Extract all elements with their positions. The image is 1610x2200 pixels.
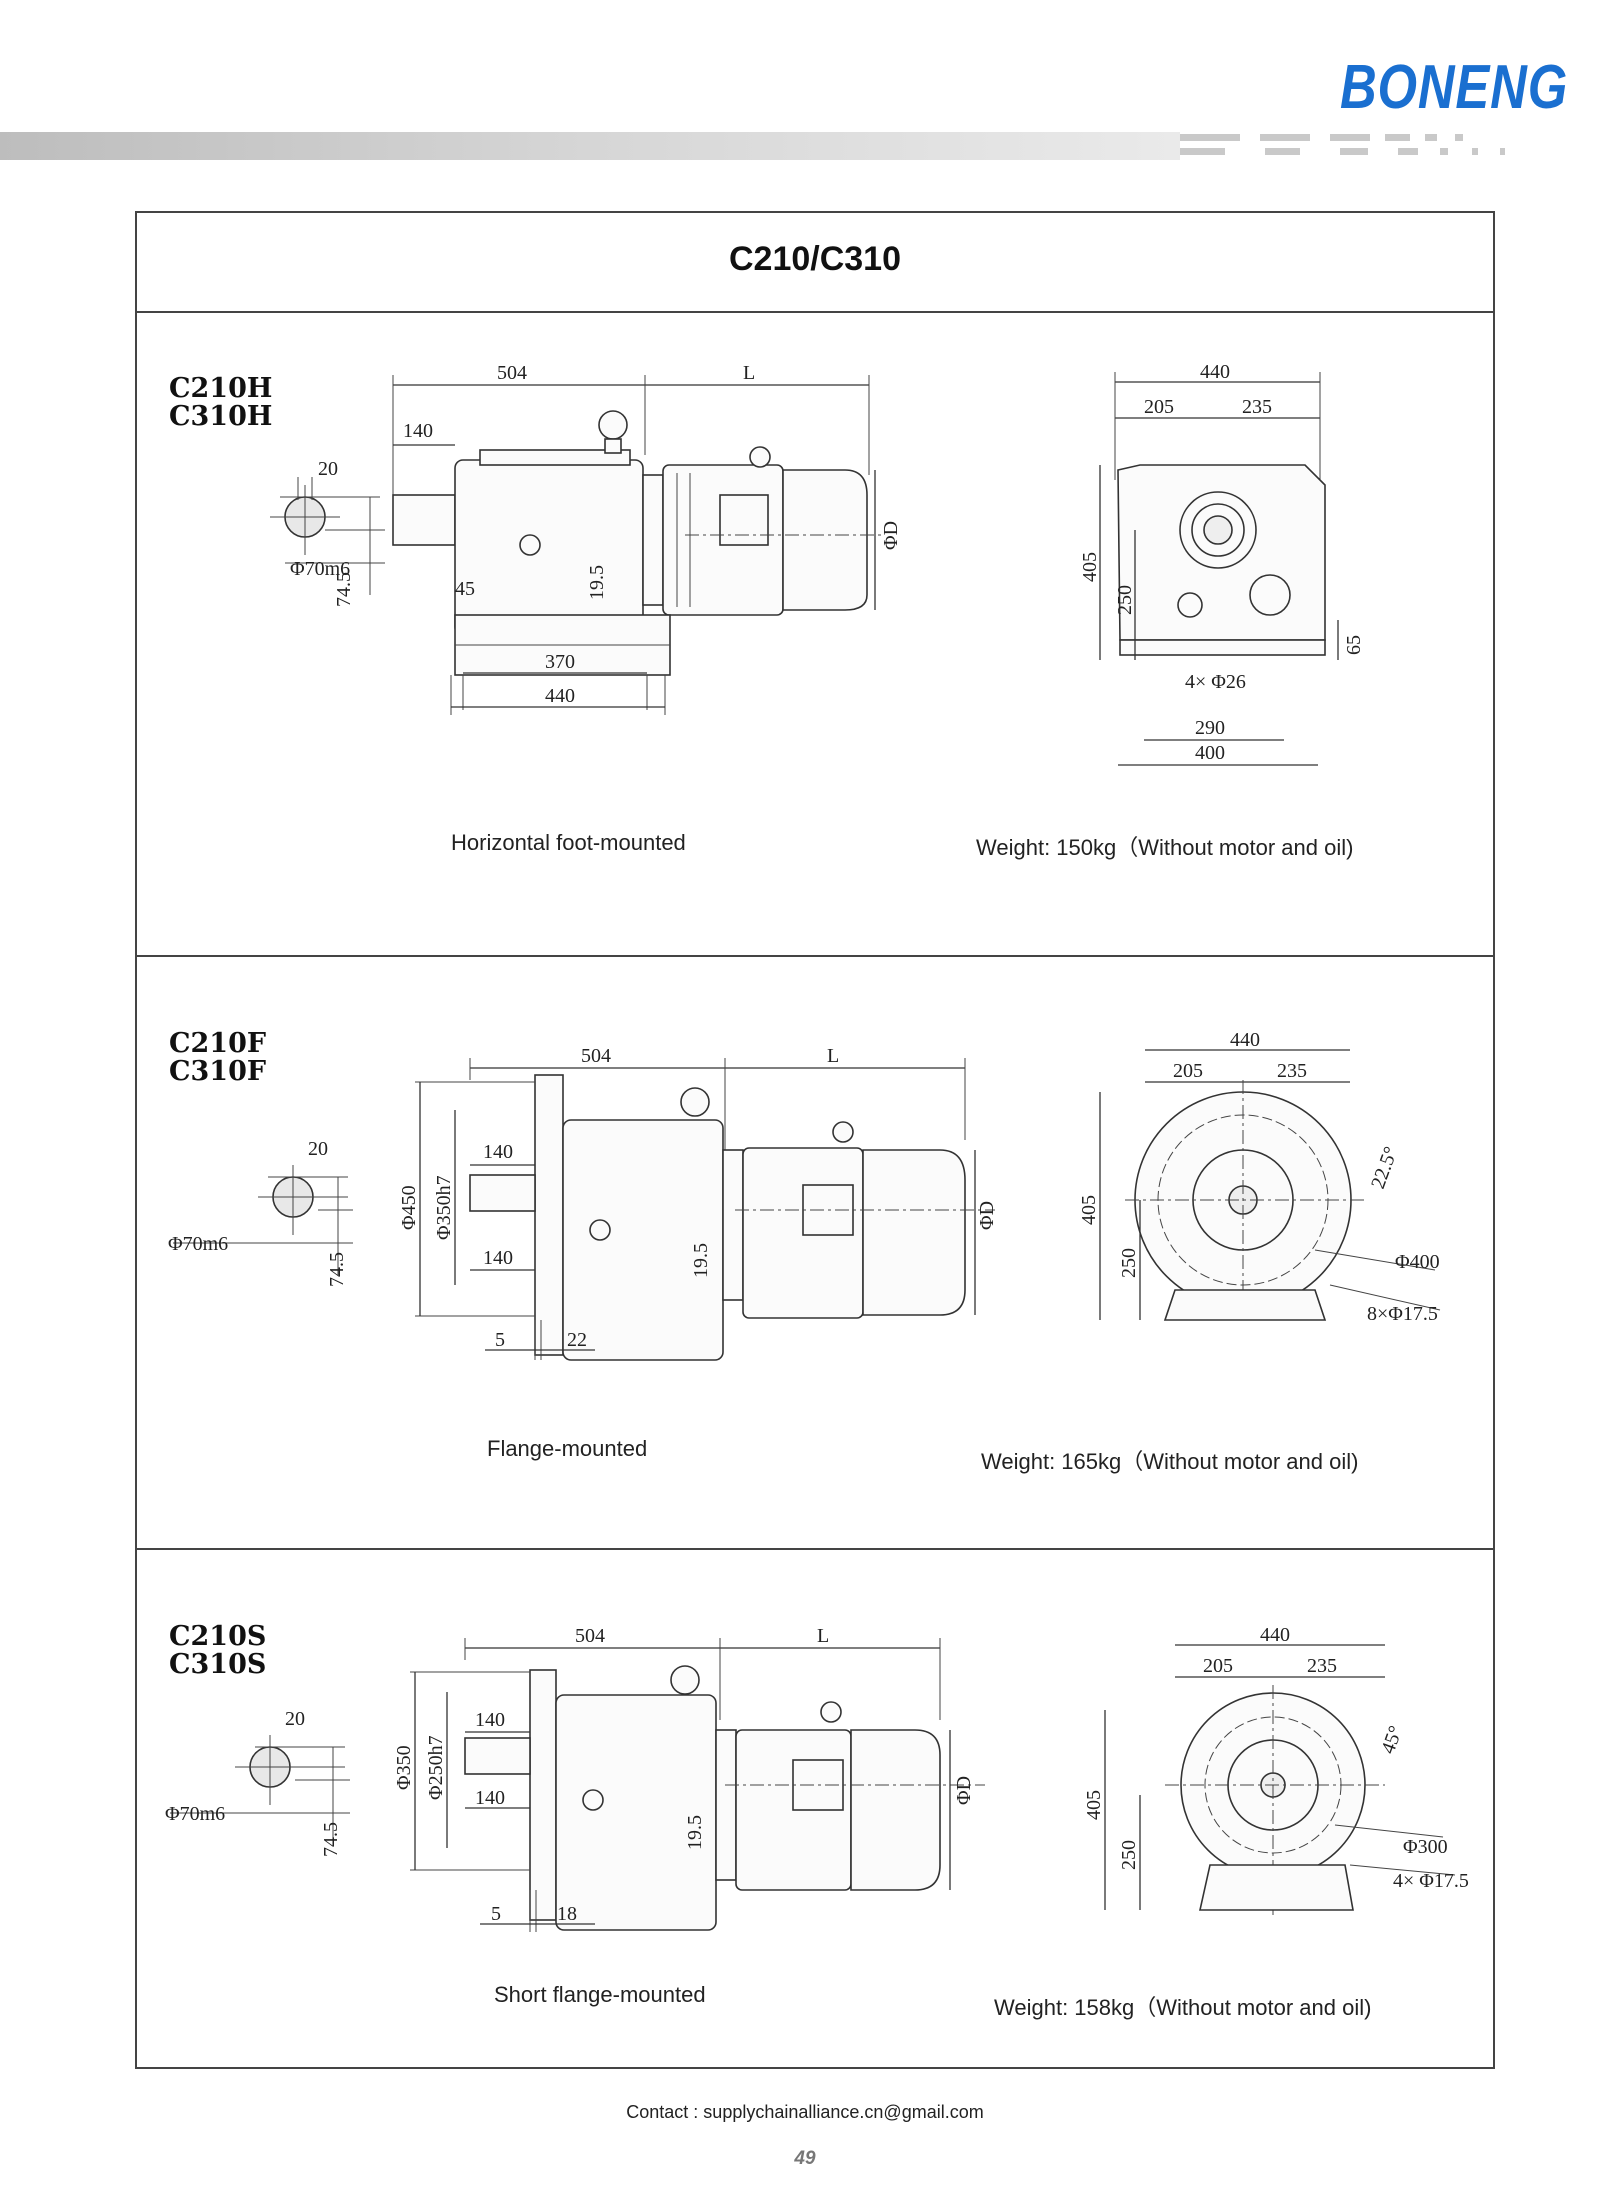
mount-caption: Short flange-mounted: [494, 1982, 706, 2007]
dim-flange-450: Φ450: [398, 1185, 420, 1230]
side-view-drawing: 504 L ΦD Φ450 Φ350h7 140 140 19.5 5 22: [395, 1040, 1015, 1370]
shaft-end-view: Φ70m6 20 74.5: [170, 455, 390, 615]
dim-flange-22: 22: [567, 1329, 587, 1351]
dim-width-205: 205: [1173, 1060, 1203, 1082]
dim-motor-diameter: ΦD: [880, 521, 902, 550]
dim-bolt-holes: 8×Φ17.5: [1367, 1303, 1438, 1325]
dim-width-235: 235: [1242, 396, 1272, 418]
dim-height-405: 405: [1079, 552, 1101, 582]
mount-caption: Flange-mounted: [487, 1436, 648, 1461]
model-label-2: C210F C310F: [169, 1030, 266, 1086]
shaft-end-view: Φ70m6 20 74.5: [168, 1135, 388, 1295]
dim-140-bottom: 140: [475, 1787, 505, 1809]
weight-caption: Weight: 150kg（Without motor and oil): [976, 835, 1354, 860]
brand-logo: BONENG: [1340, 53, 1569, 122]
dim-spigot-350: Φ350h7: [433, 1175, 455, 1240]
model-label-1: C210H C310H: [169, 375, 272, 431]
model-label-3: C210S C310S: [169, 1623, 266, 1679]
dim-bolt-holes: 4× Φ17.5: [1393, 1870, 1469, 1892]
dim-height-405: 405: [1083, 1790, 1105, 1820]
dim-width-235: 235: [1277, 1060, 1307, 1082]
spec-table-frame: [135, 211, 1495, 2069]
dim-shaft-diameter: Φ70m6: [168, 1233, 228, 1255]
dim-flange-5: 5: [491, 1903, 501, 1925]
dim-spigot-250: Φ250h7: [425, 1735, 447, 1800]
dim-height-19-5: 19.5: [690, 1243, 712, 1278]
dim-width-440: 440: [1200, 361, 1230, 383]
dim-width-440: 440: [1230, 1029, 1260, 1051]
model-name: C210H: [169, 373, 273, 404]
dim-length-504: 504: [575, 1625, 605, 1647]
dim-angle: 45°: [1377, 1723, 1407, 1757]
model-name: C310S: [169, 1649, 267, 1680]
dim-shaft-diameter: Φ70m6: [165, 1803, 225, 1825]
dim-flange-5: 5: [495, 1329, 505, 1351]
header-gradient-bar: [0, 132, 1180, 160]
dim-height-250: 250: [1118, 1248, 1140, 1278]
dim-foot-440: 440: [545, 685, 575, 707]
model-name: C210S: [169, 1621, 267, 1652]
dim-length-504: 504: [497, 362, 527, 384]
dim-140-top: 140: [483, 1141, 513, 1163]
shaft-end-view: Φ70m6 20 74.5: [165, 1705, 385, 1865]
weight-caption: Weight: 158kg（Without motor and oil): [994, 1995, 1372, 2020]
model-name: C310H: [169, 401, 273, 432]
dim-pcd: Φ300: [1403, 1836, 1448, 1858]
dim-width-205: 205: [1203, 1655, 1233, 1677]
dim-foot-400: 400: [1195, 742, 1225, 764]
end-view-drawing: 440 205 235 405 250 22.5° Φ400 8×Φ17.5: [1065, 1029, 1465, 1360]
dim-140-bottom: 140: [483, 1247, 513, 1269]
dim-length-l: L: [743, 362, 755, 384]
contact-line: Contact : supplychainalliance.cn@gmail.c…: [626, 2102, 984, 2122]
dim-key-width: 20: [285, 1708, 305, 1730]
section-divider-1: [137, 955, 1493, 957]
dim-key-width: 20: [308, 1138, 328, 1160]
dim-height-405: 405: [1078, 1195, 1100, 1225]
dim-motor-diameter: ΦD: [976, 1201, 998, 1230]
dim-length-l: L: [817, 1625, 829, 1647]
dim-length-l: L: [827, 1045, 839, 1067]
dim-shaft-height: 74.5: [326, 1252, 348, 1287]
page-number: 49: [794, 2148, 816, 2169]
dim-shaft-140: 140: [403, 420, 433, 442]
model-name: C210F: [169, 1028, 267, 1059]
header-dash-pattern: [1180, 132, 1560, 162]
dim-base-65: 65: [1343, 635, 1365, 655]
section-divider-2: [137, 1548, 1493, 1550]
dim-height-19-5: 19.5: [684, 1815, 706, 1850]
mount-caption: Horizontal foot-mounted: [451, 830, 686, 855]
dim-angle: 22.5°: [1367, 1144, 1402, 1192]
side-view-drawing: 504 L 140 ΦD 370 440 45 19.5: [385, 355, 905, 720]
page-title: C210/C310: [728, 240, 901, 278]
dim-key-width: 20: [318, 458, 338, 480]
dim-shaft-height: 74.5: [333, 572, 355, 607]
title-divider: [137, 311, 1493, 313]
end-view-drawing: 440 205 235 405 250 45° Φ300 4× Φ17.5: [1083, 1624, 1485, 1955]
dim-pcd: Φ400: [1395, 1251, 1440, 1273]
dim-motor-diameter: ΦD: [953, 1776, 975, 1805]
end-view-drawing: 440 205 235 405 250 65 4× Φ26 290 400: [1040, 360, 1380, 770]
dim-shaft-height: 74.5: [320, 1822, 342, 1857]
dim-foot-holes: 4× Φ26: [1185, 671, 1246, 693]
dim-foot-290: 290: [1195, 717, 1225, 739]
dim-height-19-5: 19.5: [586, 565, 608, 600]
dim-width-440: 440: [1260, 1624, 1290, 1646]
dim-shaft-diameter: Φ70m6: [290, 558, 350, 580]
weight-caption: Weight: 165kg（Without motor and oil): [981, 1449, 1359, 1474]
dim-140-top: 140: [475, 1709, 505, 1731]
dim-height-250: 250: [1114, 585, 1136, 615]
side-view-drawing: 504 L ΦD Φ350 Φ250h7 140 140 19.5 5 18: [393, 1620, 1015, 1940]
dim-foot-370: 370: [545, 651, 575, 673]
dim-width-205: 205: [1144, 396, 1174, 418]
dim-height-250: 250: [1118, 1840, 1140, 1870]
dim-flange-350: Φ350: [393, 1745, 415, 1790]
dim-length-504: 504: [581, 1045, 611, 1067]
dim-height-45: 45: [455, 578, 475, 600]
model-name: C310F: [169, 1056, 267, 1087]
dim-width-235: 235: [1307, 1655, 1337, 1677]
dim-flange-18: 18: [557, 1903, 577, 1925]
